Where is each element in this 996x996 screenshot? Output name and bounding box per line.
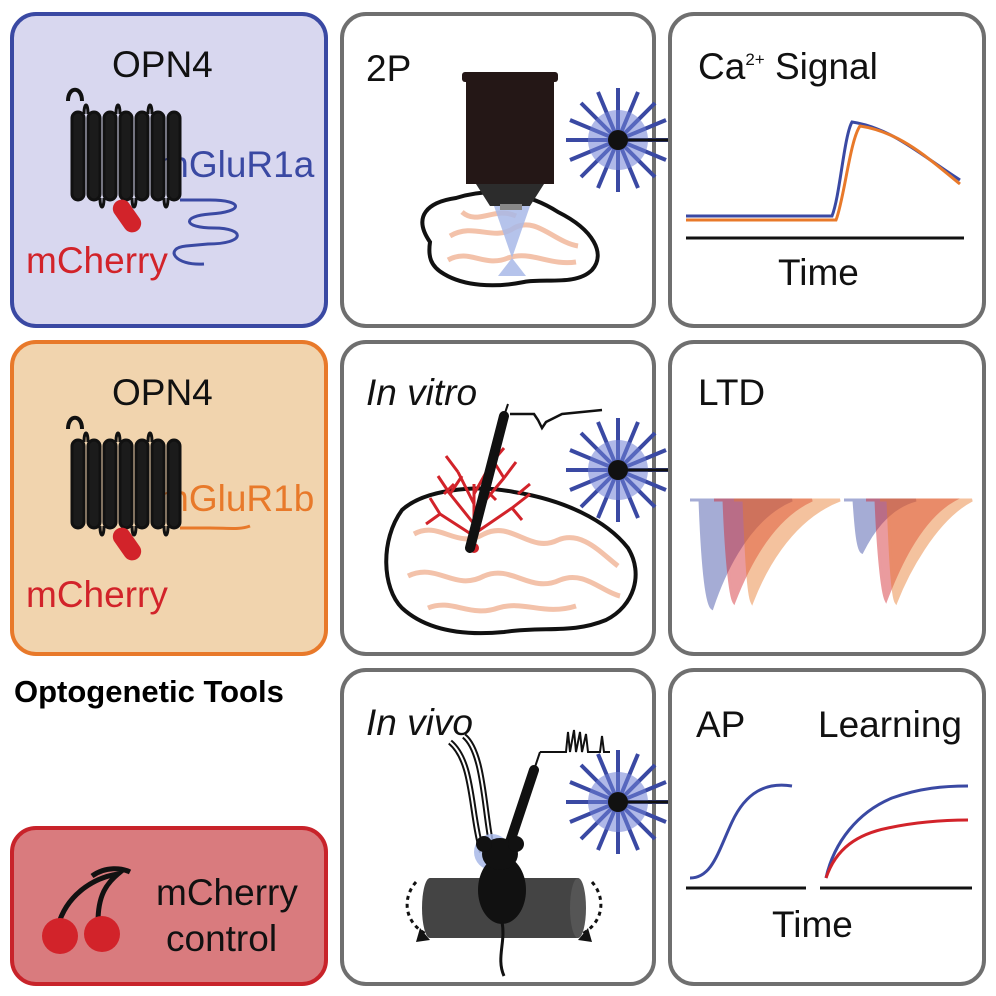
method-label-in-vivo: In vivo <box>366 702 473 743</box>
method-panel-in-vivo: In vivo <box>340 668 656 986</box>
opn4-mglur1b-receptor-icon <box>66 415 251 561</box>
result-title-learning: Learning <box>818 704 963 745</box>
cherry-icon <box>42 866 132 954</box>
control-label-line1: mCherry <box>156 872 298 913</box>
ap-learning-curves <box>686 783 972 890</box>
result-panel-ltd: LTD <box>668 340 986 656</box>
result-title-ap: AP <box>696 704 746 745</box>
method-panel-in-vitro: In vitro <box>340 340 656 656</box>
tool-panel-mglur1b: OPN4 mGluR1b mCherry <box>10 340 328 656</box>
tag-label-mcherry: mCherry <box>26 240 168 281</box>
tool-title-opn4: OPN4 <box>112 44 213 85</box>
method-panel-2p: 2P <box>340 12 656 328</box>
tail-label-mglur1a: mGluR1a <box>158 144 315 185</box>
result-panel-ap-learning: AP Learning Time <box>668 668 986 986</box>
microscope-objective-icon <box>420 72 600 288</box>
cerebellum-slice-icon <box>384 403 638 636</box>
section-label-optogenetic-tools: Optogenetic Tools <box>14 674 284 709</box>
tool-title-opn4: OPN4 <box>112 372 213 413</box>
method-label-2p: 2P <box>366 48 412 89</box>
opn4-mglur1a-receptor-icon <box>66 87 239 266</box>
control-label-line2: control <box>166 918 278 959</box>
result-xlabel-time: Time <box>772 904 853 945</box>
tag-label-mcherry: mCherry <box>26 574 168 615</box>
ltd-epsc-traces <box>690 498 973 611</box>
tool-panel-mglur1a: OPN4 mGluR1a mCherry <box>10 12 328 328</box>
result-xlabel-time: Time <box>778 252 859 293</box>
method-label-in-vitro: In vitro <box>366 372 478 413</box>
tail-label-mglur1b: mGluR1b <box>158 478 315 519</box>
calcium-trace-plot <box>686 120 964 240</box>
result-title-calcium: Ca2+ Signal <box>698 46 878 87</box>
control-panel-mcherry: mCherry control <box>10 826 328 986</box>
result-title-ltd: LTD <box>698 372 766 413</box>
mouse-on-treadmill-icon <box>405 729 610 977</box>
result-panel-calcium: Ca2+ Signal Time <box>668 12 986 328</box>
